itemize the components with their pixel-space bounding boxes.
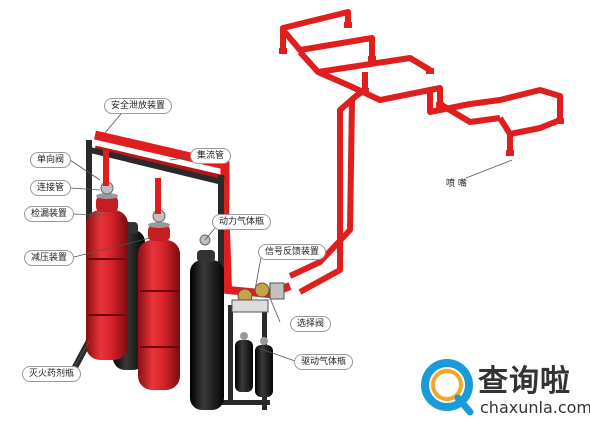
logo-mark (421, 359, 474, 416)
label-pressure-reducer: 减压装置 (24, 250, 75, 266)
label-connecting-pipe: 连接管 (30, 180, 72, 196)
label-safety-device: 安全泄放装置 (104, 98, 173, 114)
leader-lines (69, 107, 513, 375)
label-agent-bottle: 灭火药剂瓶 (22, 366, 82, 382)
watermark-url: chaxunla.com (480, 398, 590, 417)
label-selector-valve: 选择阀 (290, 316, 332, 332)
agent-bottles (86, 193, 180, 390)
pipe-hangers (279, 22, 564, 156)
selector-valve-assembly (231, 282, 285, 313)
label-nozzle: 喷 嘴 (446, 179, 467, 189)
label-signal-feedback: 信号反馈装置 (258, 244, 327, 260)
overhead-pipe-network (280, 9, 563, 295)
drive-gas-bottles (235, 332, 273, 397)
label-power-gas-bottle: 动力气体瓶 (212, 214, 272, 230)
watermark-brand: 查询啦 (478, 364, 571, 399)
label-drive-gas-bottle: 驱动气体瓶 (294, 354, 354, 370)
label-check-valve: 单向阀 (30, 152, 72, 168)
label-leak-detector: 检漏装置 (24, 206, 75, 222)
label-manifold: 集流管 (190, 148, 232, 164)
